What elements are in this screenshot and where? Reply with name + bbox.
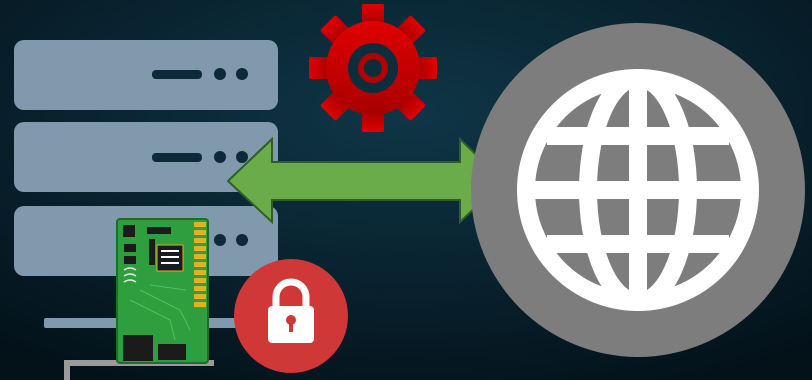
card-chips [123, 225, 186, 361]
card-circuit-lines [129, 284, 191, 341]
server-slot [152, 70, 202, 79]
card-traces [123, 267, 137, 283]
lock-shackle [272, 278, 310, 308]
server-slot [152, 153, 202, 162]
server-led [236, 234, 248, 246]
server-unit-middle [14, 122, 278, 192]
server-led [236, 151, 248, 163]
globe-icon [471, 23, 805, 357]
card-contacts [194, 222, 206, 307]
card-bracket-tab [64, 360, 70, 380]
server-led [236, 68, 248, 80]
server-unit-top [14, 40, 278, 110]
lock-keyhole-slot [289, 320, 293, 332]
server-led [214, 234, 226, 246]
card-board [116, 218, 209, 364]
server-led [214, 151, 226, 163]
padlock-icon [234, 259, 348, 373]
network-card-icon [64, 218, 214, 380]
server-led [214, 68, 226, 80]
gear-icon [309, 4, 437, 132]
card-pins [161, 250, 179, 264]
